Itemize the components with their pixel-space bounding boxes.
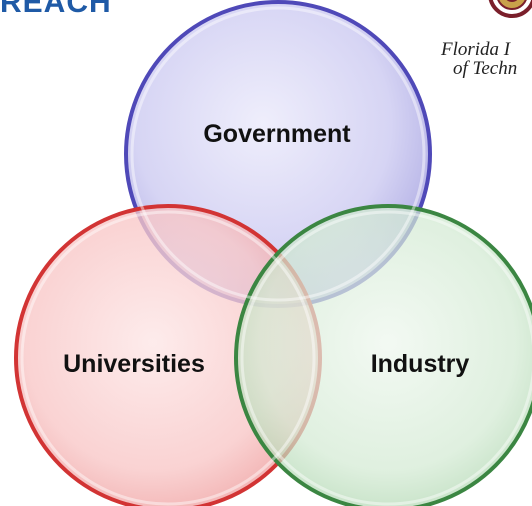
universities-rim-highlight (20, 210, 316, 506)
universities-label: Universities (63, 350, 205, 378)
institution-seal-icon (486, 0, 532, 20)
industry-label: Industry (371, 350, 470, 378)
industry-rim-highlight (240, 210, 532, 506)
logo-text-line-1: Florida I (441, 39, 511, 60)
government-rim-highlight (130, 6, 426, 302)
logo-text-line-2: of Techn (453, 58, 518, 79)
slide-heading: REACH (0, 0, 112, 19)
government-label: Government (203, 120, 351, 148)
industry-circle (234, 204, 532, 506)
institution-logo-text: Florida I of Techn (441, 40, 517, 78)
